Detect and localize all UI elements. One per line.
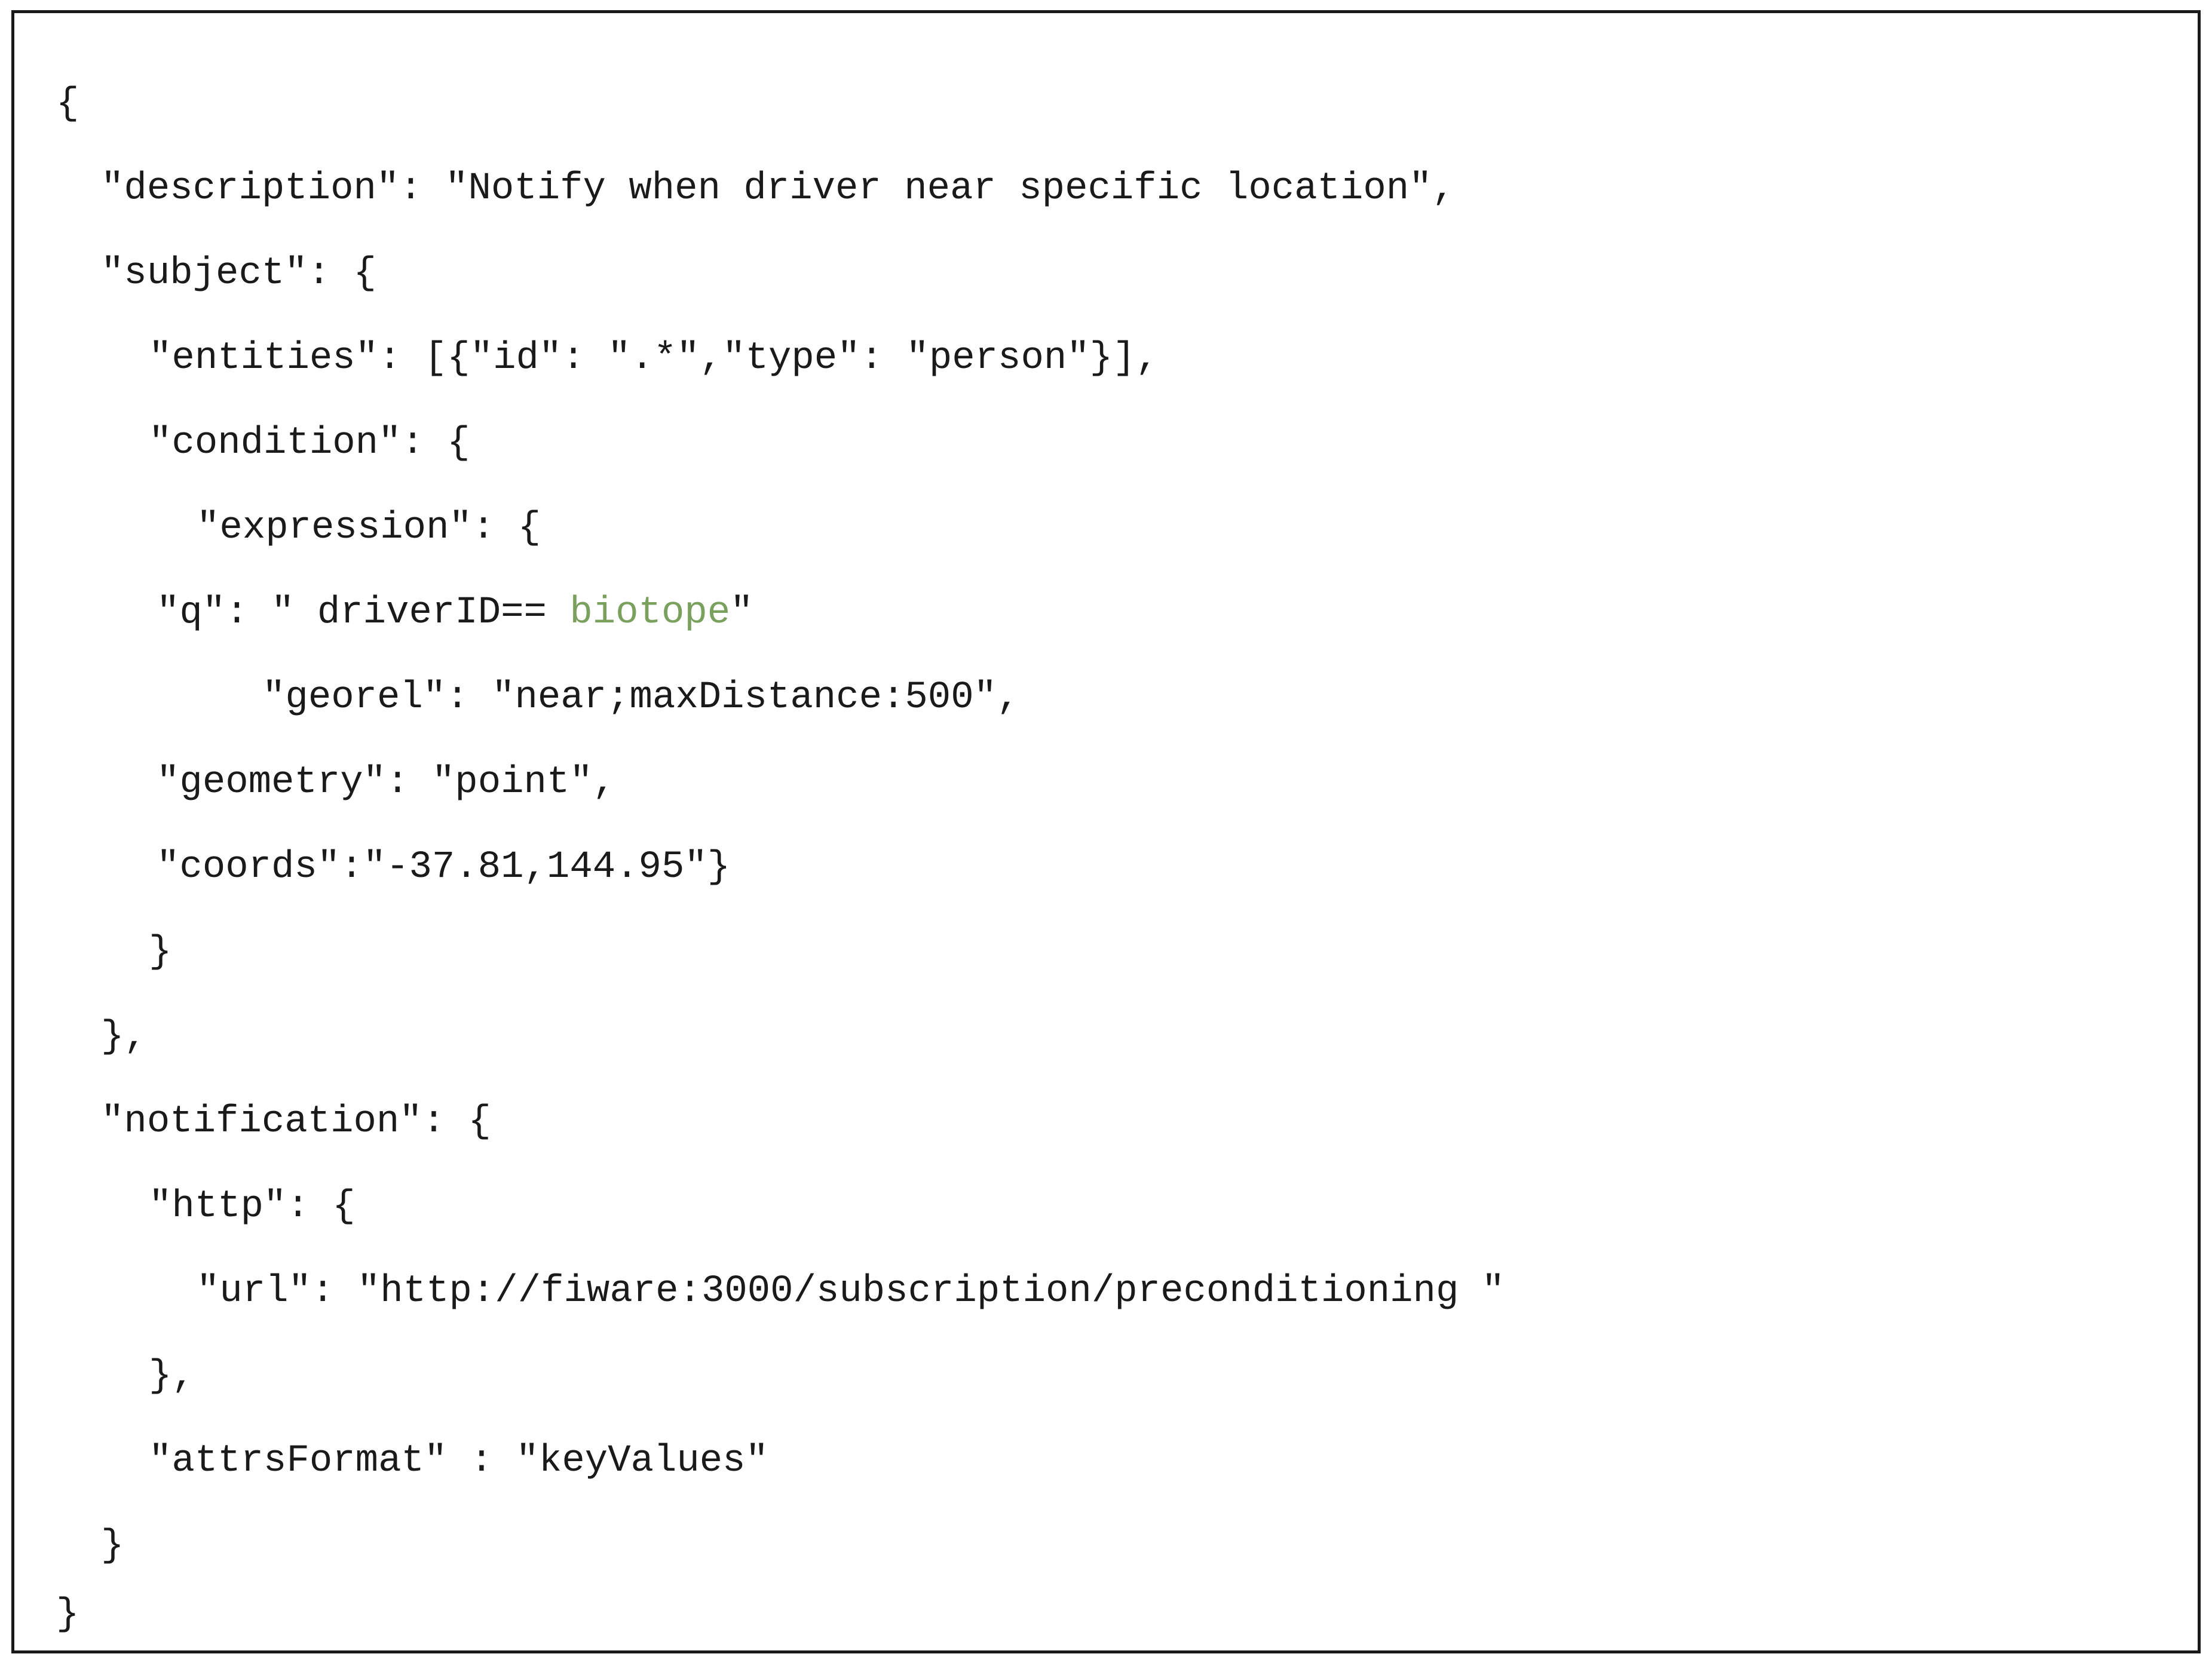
code-line-14: "http": { (149, 1185, 356, 1228)
code-line-5: "condition": { (149, 422, 470, 465)
code-line-19: } (56, 1593, 79, 1636)
code-line-1: { (56, 82, 79, 125)
code-line-18: } (101, 1524, 124, 1567)
highlighted-value: biotope (569, 591, 731, 634)
code-line-2: "description": "Notify when driver near … (101, 167, 1455, 210)
code-line-7-suffix: " (730, 591, 753, 634)
code-line-8: "georel": "near;maxDistance:500", (262, 676, 1020, 719)
code-line-6: "expression": { (197, 507, 541, 550)
code-line-3: "subject": { (101, 252, 376, 295)
code-listing-frame: { "description": "Notify when driver nea… (11, 10, 2201, 1653)
code-line-15: "url": "http://fiware:3000/subscription/… (197, 1270, 1505, 1313)
code-line-7-prefix: "q": " driverID== (157, 591, 570, 634)
code-line-16: }, (149, 1355, 195, 1398)
code-line-10: "coords":"-37.81,144.95"} (157, 846, 731, 889)
code-line-11: } (149, 931, 172, 974)
code-line-9: "geometry": "point", (157, 761, 616, 804)
code-line-4: "entities": [{"id": ".*","type": "person… (149, 337, 1159, 380)
code-line-13: "notification": { (101, 1100, 491, 1143)
code-line-7: "q": " driverID== biotope" (157, 586, 753, 640)
code-line-12: }, (101, 1015, 147, 1058)
code-line-17: "attrsFormat" : "keyValues" (149, 1440, 768, 1483)
